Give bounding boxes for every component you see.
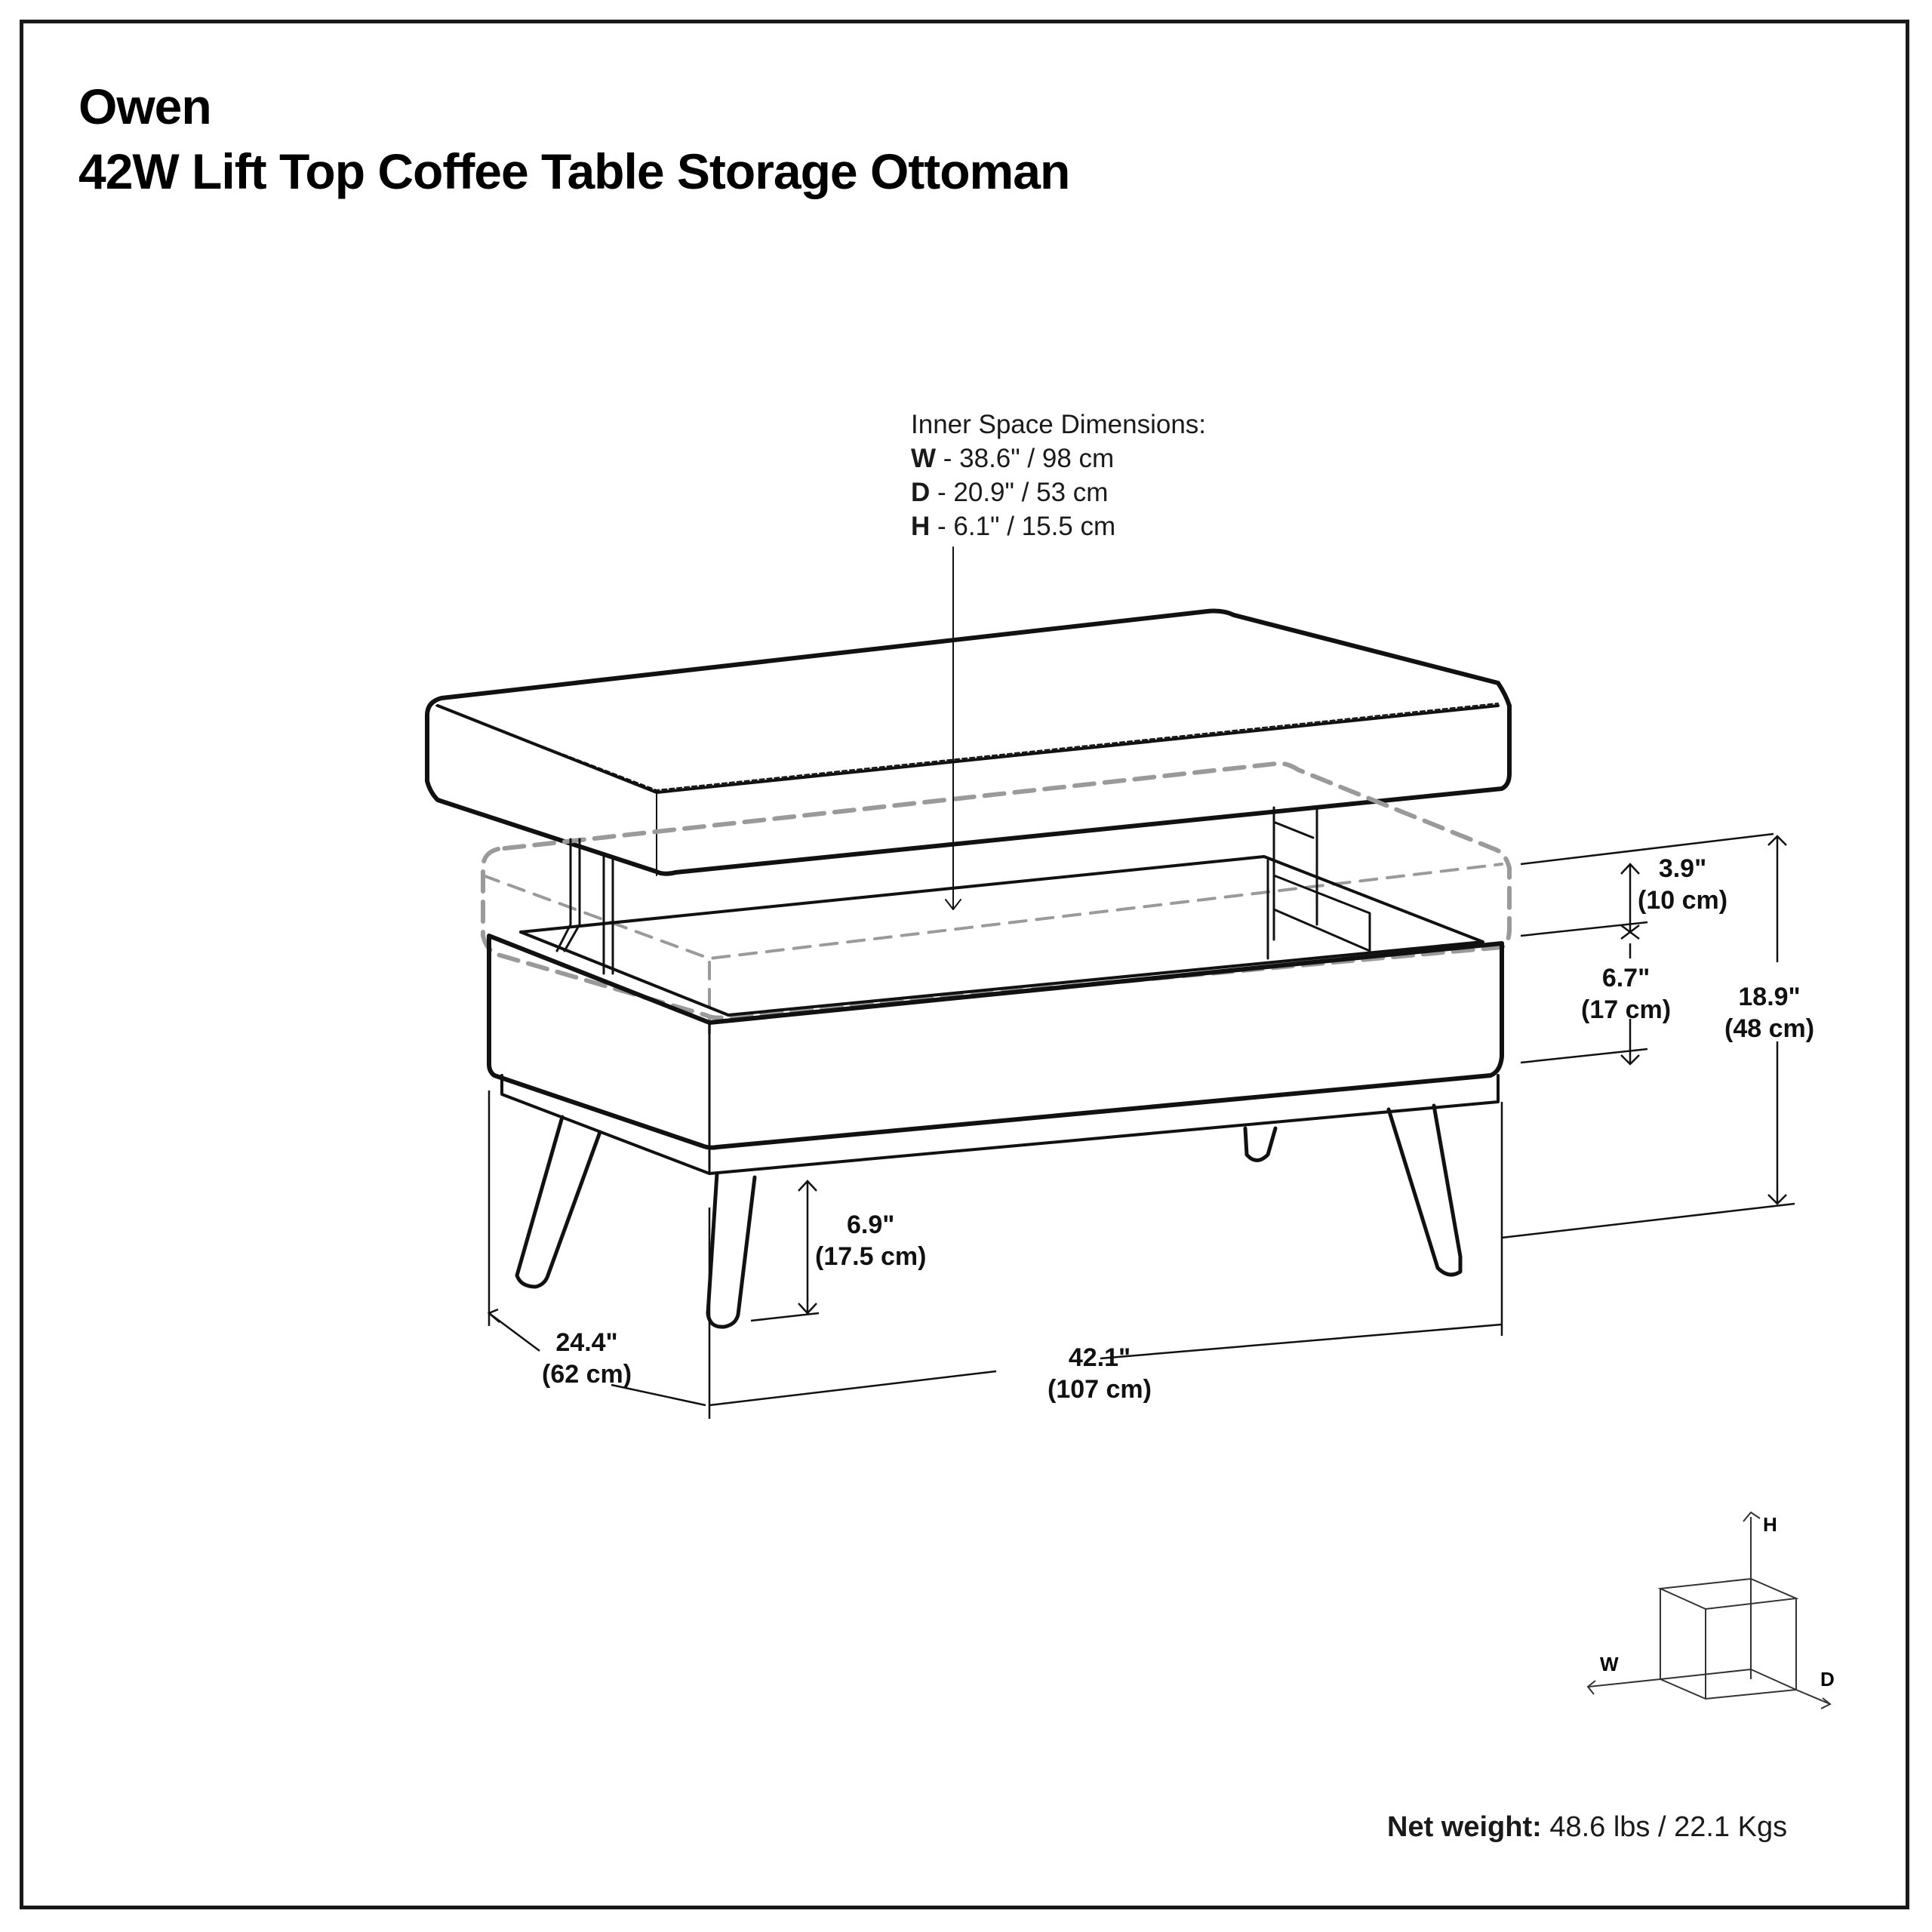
net-weight-value: 48.6 lbs / 22.1 Kgs <box>1541 1811 1788 1843</box>
title-block: Owen 42W Lift Top Coffee Table Storage O… <box>78 74 1070 204</box>
inner-width-row: W - 38.6" / 98 cm <box>911 441 1206 475</box>
axis-legend-d: D <box>1820 1668 1835 1690</box>
dim-leg-height: 6.9" (17.5 cm) <box>815 1211 927 1271</box>
lift-hinge-left <box>555 838 614 975</box>
dim-depth: 24.4" (62 cm) <box>542 1328 632 1389</box>
inner-space-dimensions: Inner Space Dimensions: W - 38.6" / 98 c… <box>911 408 1206 543</box>
inner-height-value: - 6.1" / 15.5 cm <box>930 512 1116 541</box>
storage-box <box>487 934 1504 1150</box>
product-title: 42W Lift Top Coffee Table Storage Ottoma… <box>78 143 1070 199</box>
inner-width-value: - 38.6" / 98 cm <box>936 444 1115 473</box>
net-weight-label: Net weight: <box>1387 1811 1542 1843</box>
dim-line-leg <box>750 1180 820 1322</box>
dim-width: 42.1" (107 cm) <box>1048 1343 1152 1404</box>
axis-h-label: H <box>911 512 931 541</box>
lid-seam <box>435 703 1499 791</box>
dim-line-lift <box>1620 863 1640 940</box>
leg-front-left <box>706 1171 757 1329</box>
axis-d-label: D <box>911 478 931 507</box>
inner-space-heading: Inner Space Dimensions: <box>911 410 1207 439</box>
lift-hinge-right <box>1272 806 1371 952</box>
dim-lift-height: 3.9" (10 cm) <box>1638 854 1728 915</box>
inner-depth-value: - 20.9" / 53 cm <box>930 478 1109 507</box>
dim-line-width <box>708 1102 1503 1419</box>
inner-space-pointer <box>945 546 961 910</box>
dim-line-total <box>1501 835 1795 1239</box>
dim-total-height: 18.9" (48 cm) <box>1724 983 1815 1043</box>
dim-body-height: 6.7" (17 cm) <box>1581 964 1672 1024</box>
leg-front-right <box>1386 1103 1463 1277</box>
page-frame <box>20 20 1909 1909</box>
axis-legend-h: H <box>1763 1513 1777 1536</box>
axis-legend-w: W <box>1600 1653 1619 1675</box>
product-family-name: Owen <box>78 78 212 134</box>
inner-height-row: H - 6.1" / 15.5 cm <box>911 509 1206 543</box>
leg-back-right <box>1243 1126 1278 1162</box>
dim-line-body <box>1620 943 1640 1066</box>
axis-w-label: W <box>911 444 937 473</box>
net-weight: Net weight: 48.6 lbs / 22.1 Kgs <box>1387 1811 1787 1844</box>
leg-back-left <box>515 1115 602 1289</box>
lid-cushion <box>424 608 1512 876</box>
axes-legend-cube <box>1586 1511 1832 1709</box>
inner-depth-row: D - 20.9" / 53 cm <box>911 475 1206 509</box>
dim-line-depth <box>487 1091 706 1407</box>
